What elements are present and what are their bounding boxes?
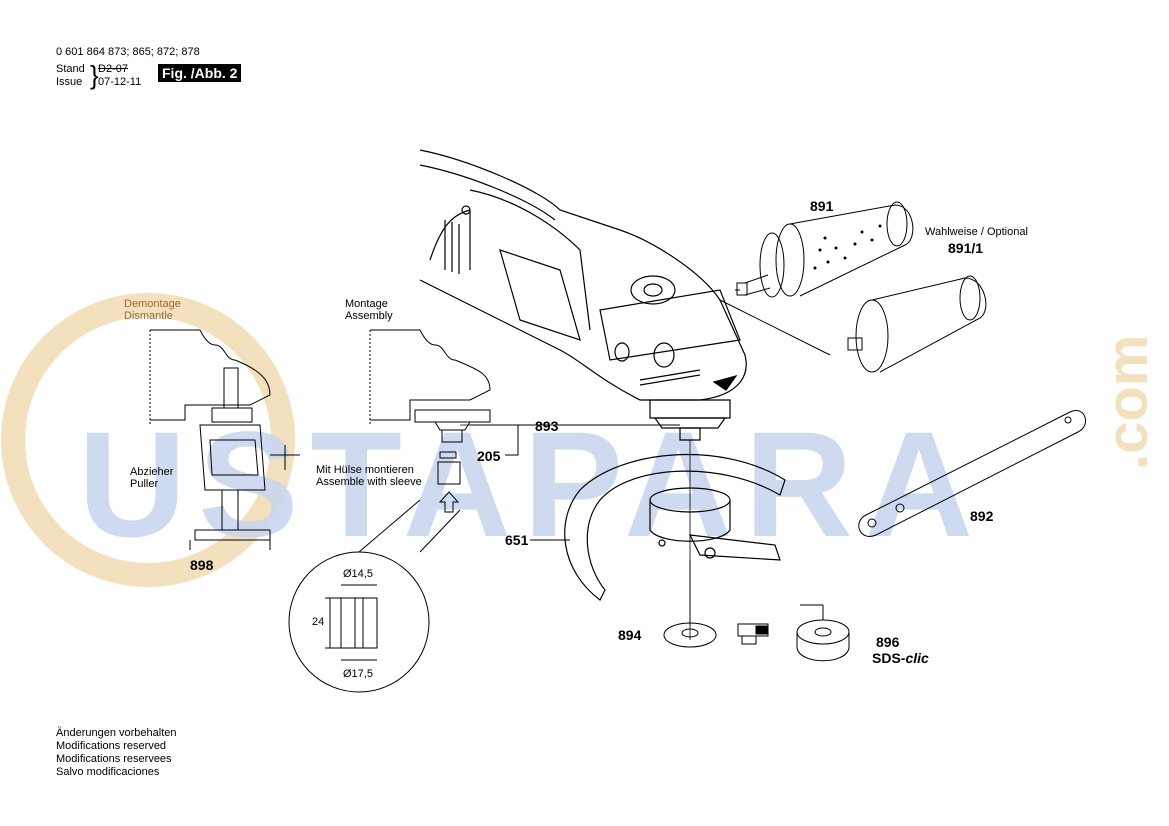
watermark-text: USTAPARA	[78, 400, 986, 568]
montage-profile	[369, 329, 491, 443]
sleeve-label-en: Assemble with sleeve	[316, 476, 422, 488]
demontage-label: Demontage	[124, 298, 181, 310]
footer-line-4: Salvo modificaciones	[56, 766, 160, 778]
height-dimension: 24	[312, 616, 325, 628]
sds-key	[737, 623, 769, 645]
part-891-1: 891/1	[948, 240, 984, 256]
assembly-label: Assembly	[345, 310, 393, 322]
footer-line-1: Änderungen vorbehalten	[56, 727, 177, 739]
grinder-body	[419, 149, 747, 441]
stand-value: D2-07	[98, 63, 128, 75]
montage-label: Montage	[345, 298, 388, 310]
arrow-up-icon	[438, 491, 460, 513]
part-894: 894	[618, 627, 642, 643]
dismantle-label: Dismantle	[124, 310, 173, 322]
handle-891-1	[847, 275, 987, 373]
guard-651	[564, 453, 786, 601]
footer-line-2: Modifications reserved	[56, 740, 167, 752]
abzieher-label: Abzieher	[130, 466, 174, 478]
stand-label: Stand	[56, 63, 85, 75]
nut-896	[796, 604, 850, 662]
part-number-list: 0 601 864 873; 865; 872; 878	[56, 46, 200, 58]
bottom-diameter: Ø17,5	[343, 668, 373, 680]
optional-label: Wahlweise / Optional	[925, 226, 1028, 238]
part-898: 898	[190, 557, 214, 573]
part-651: 651	[505, 532, 529, 548]
issue-value: 07-12-11	[98, 76, 142, 88]
sleeve-label-de: Mit Hülse montieren	[316, 464, 414, 476]
flange-894	[663, 560, 717, 648]
part-891: 891	[810, 198, 834, 214]
issue-label: Issue	[56, 76, 83, 88]
puller-898	[189, 367, 300, 550]
dismantle-profile	[149, 329, 271, 425]
part-205: 205	[477, 448, 501, 464]
sds-label: SDS-clic	[872, 650, 929, 666]
footer-line-3: Modifications reservees	[56, 753, 172, 765]
part-893: 893	[535, 418, 559, 434]
puller-label: Puller	[130, 478, 159, 490]
sleeve-detail	[288, 499, 461, 693]
sleeve	[437, 461, 461, 485]
ring-205	[439, 451, 457, 459]
figure-label: Fig. /Abb. 2	[158, 64, 242, 82]
part-896: 896	[876, 634, 900, 650]
handle-891	[736, 201, 914, 298]
top-diameter: Ø14,5	[343, 568, 373, 580]
part-892: 892	[970, 508, 994, 524]
brace: }	[90, 60, 99, 90]
wrench-892	[858, 410, 1087, 537]
